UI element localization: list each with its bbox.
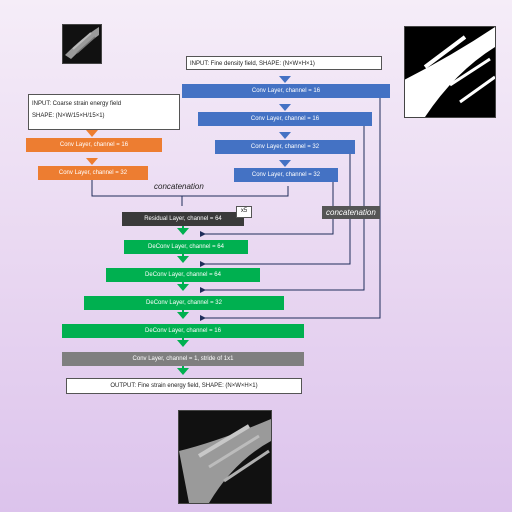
deconv-layer-64-a: DeConv Layer, channel = 64 — [124, 240, 248, 254]
coarse-input-line1: INPUT: Coarse strain energy field — [32, 101, 122, 107]
fine-input-box: INPUT: Fine density field, SHAPE: (N×W×H… — [186, 56, 382, 70]
residual-multiplier: x5 — [236, 206, 252, 218]
fine-density-thumbnail — [404, 26, 496, 118]
orange-conv-layer-16: Conv Layer, channel = 16 — [26, 138, 162, 152]
output-box: OUTPUT: Fine strain energy field, SHAPE:… — [66, 378, 302, 394]
final-conv-layer: Conv Layer, channel = 1, stride of 1x1 — [62, 352, 304, 366]
conv-layer-32-a: Conv Layer, channel = 32 — [215, 140, 355, 154]
coarse-input-line2: SHAPE: (N×W/15×H/15×1) — [32, 113, 105, 119]
orange-conv-layer-32: Conv Layer, channel = 32 — [38, 166, 148, 180]
conv-layer-16-b: Conv Layer, channel = 16 — [198, 112, 372, 126]
coarse-input-box: INPUT: Coarse strain energy field SHAPE:… — [28, 94, 180, 130]
concatenation-label: concatenation — [154, 182, 204, 191]
conv-layer-32-b: Conv Layer, channel = 32 — [234, 168, 338, 182]
conv-layer-16-a: Conv Layer, channel = 16 — [182, 84, 390, 98]
deconv-layer-32: DeConv Layer, channel = 32 — [84, 296, 284, 310]
residual-layer: Residual Layer, channel = 64 — [122, 212, 244, 226]
deconv-layer-16: DeConv Layer, channel = 16 — [62, 324, 304, 338]
deconv-layer-64-b: DeConv Layer, channel = 64 — [106, 268, 260, 282]
output-thumbnail — [178, 410, 272, 504]
concatenation-tag: concatenation — [322, 206, 380, 219]
coarse-input-thumbnail — [62, 24, 102, 64]
